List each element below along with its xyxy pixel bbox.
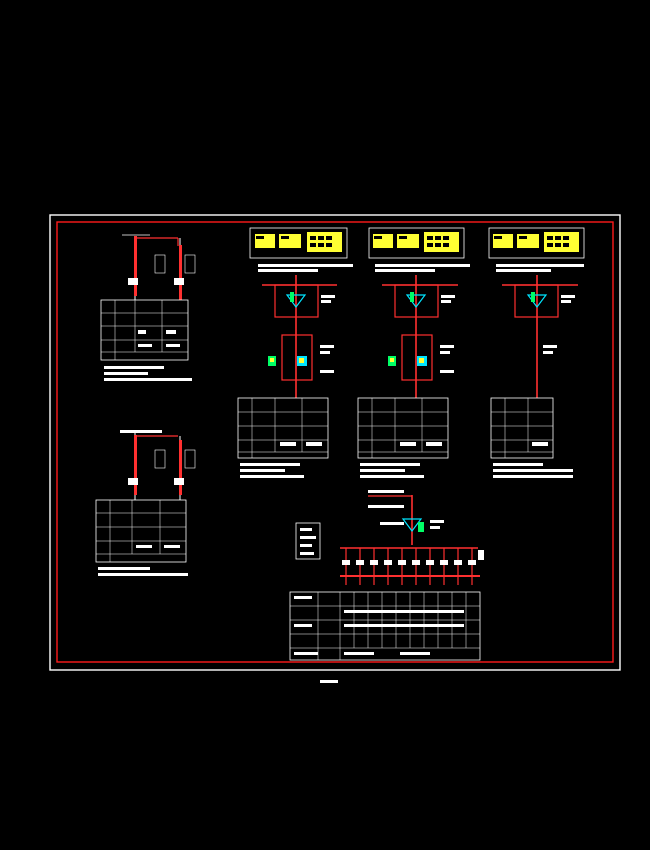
legend-box xyxy=(295,522,321,560)
panel-column-1 xyxy=(237,227,353,478)
left-bottom-schematic xyxy=(95,430,196,576)
panel-column-2 xyxy=(357,227,470,478)
outer-sheet-frame xyxy=(49,214,621,671)
distribution-schedule-table xyxy=(289,591,481,661)
inner-sheet-frame xyxy=(56,221,614,663)
panel-column-3 xyxy=(488,227,585,478)
branch-feeders xyxy=(340,548,480,585)
bottom-distribution-schematic xyxy=(289,490,484,661)
sheet-caption xyxy=(320,680,338,683)
left-top-table xyxy=(100,299,189,361)
left-bottom-table xyxy=(95,499,187,563)
left-top-schematic xyxy=(100,234,196,381)
